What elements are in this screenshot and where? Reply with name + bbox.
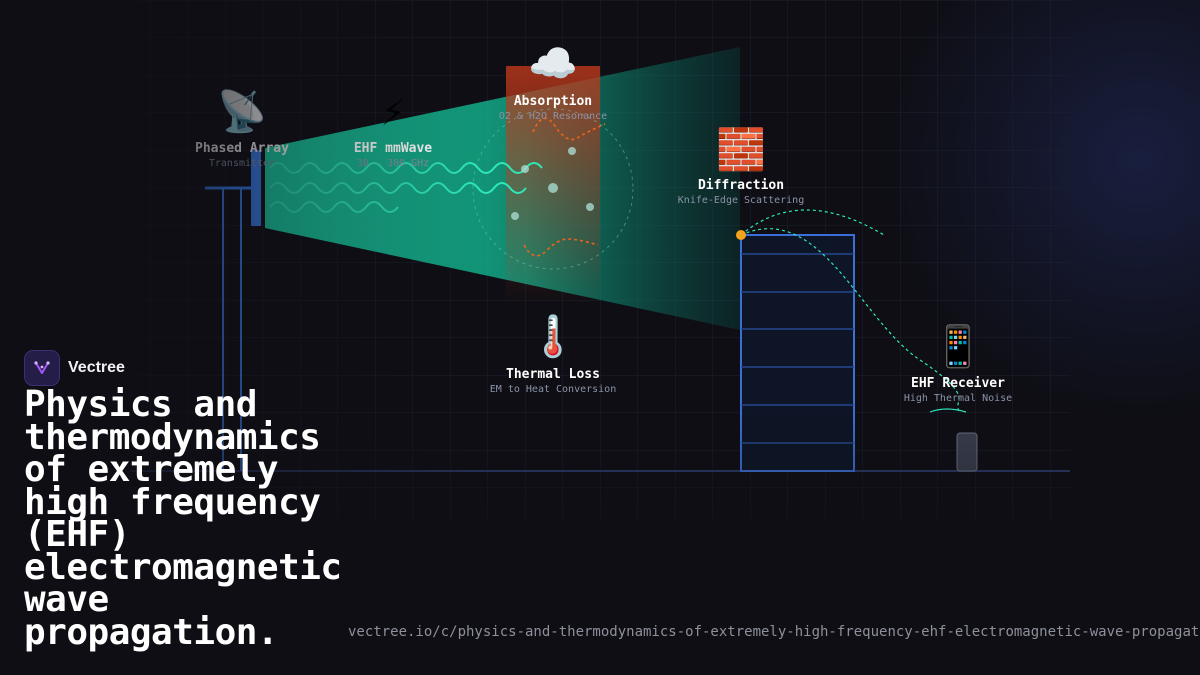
wave-title: EHF mmWave (354, 141, 432, 156)
diffraction-subtitle: Knife-Edge Scattering (678, 195, 804, 206)
molecule (511, 212, 519, 220)
wave-subtitle: 30 - 300 GHz (357, 158, 429, 169)
brand: Vectree (24, 350, 125, 386)
brand-name: Vectree (68, 359, 125, 376)
receiver-title: EHF Receiver (911, 376, 1005, 391)
receiver-subtitle: High Thermal Noise (904, 393, 1012, 404)
knife-edge-point (736, 230, 746, 240)
lightning-icon: ⚡ (381, 89, 405, 135)
brick-wall-icon: 🧱 (716, 126, 766, 173)
mobile-phone-icon: 📱 (933, 323, 983, 370)
receiver-device (956, 432, 978, 472)
page-url[interactable]: vectree.io/c/physics-and-thermodynamics-… (348, 624, 1200, 640)
vectree-logo-icon (24, 350, 60, 386)
thermal-subtitle: EM to Heat Conversion (490, 384, 616, 395)
obstacle-building (740, 234, 855, 472)
absorption-subtitle: O2 & H2O Resonance (499, 111, 607, 122)
transmitter-title: Phased Array (195, 141, 289, 156)
molecule (568, 147, 576, 155)
cloud-icon: ☁️ (528, 41, 578, 87)
satellite-antenna-icon: 📡 (217, 86, 267, 135)
absorption-title: Absorption (514, 94, 592, 109)
transmitter-subtitle: Transmitter (209, 158, 275, 169)
molecule (586, 203, 594, 211)
molecule (548, 183, 558, 193)
thermal-title: Thermal Loss (506, 367, 600, 382)
page-title: Physics and thermodynamics of extremely … (24, 384, 342, 653)
diffraction-title: Diffraction (698, 178, 784, 193)
molecule (521, 165, 529, 173)
thermometer-icon: 🌡️ (528, 313, 578, 360)
